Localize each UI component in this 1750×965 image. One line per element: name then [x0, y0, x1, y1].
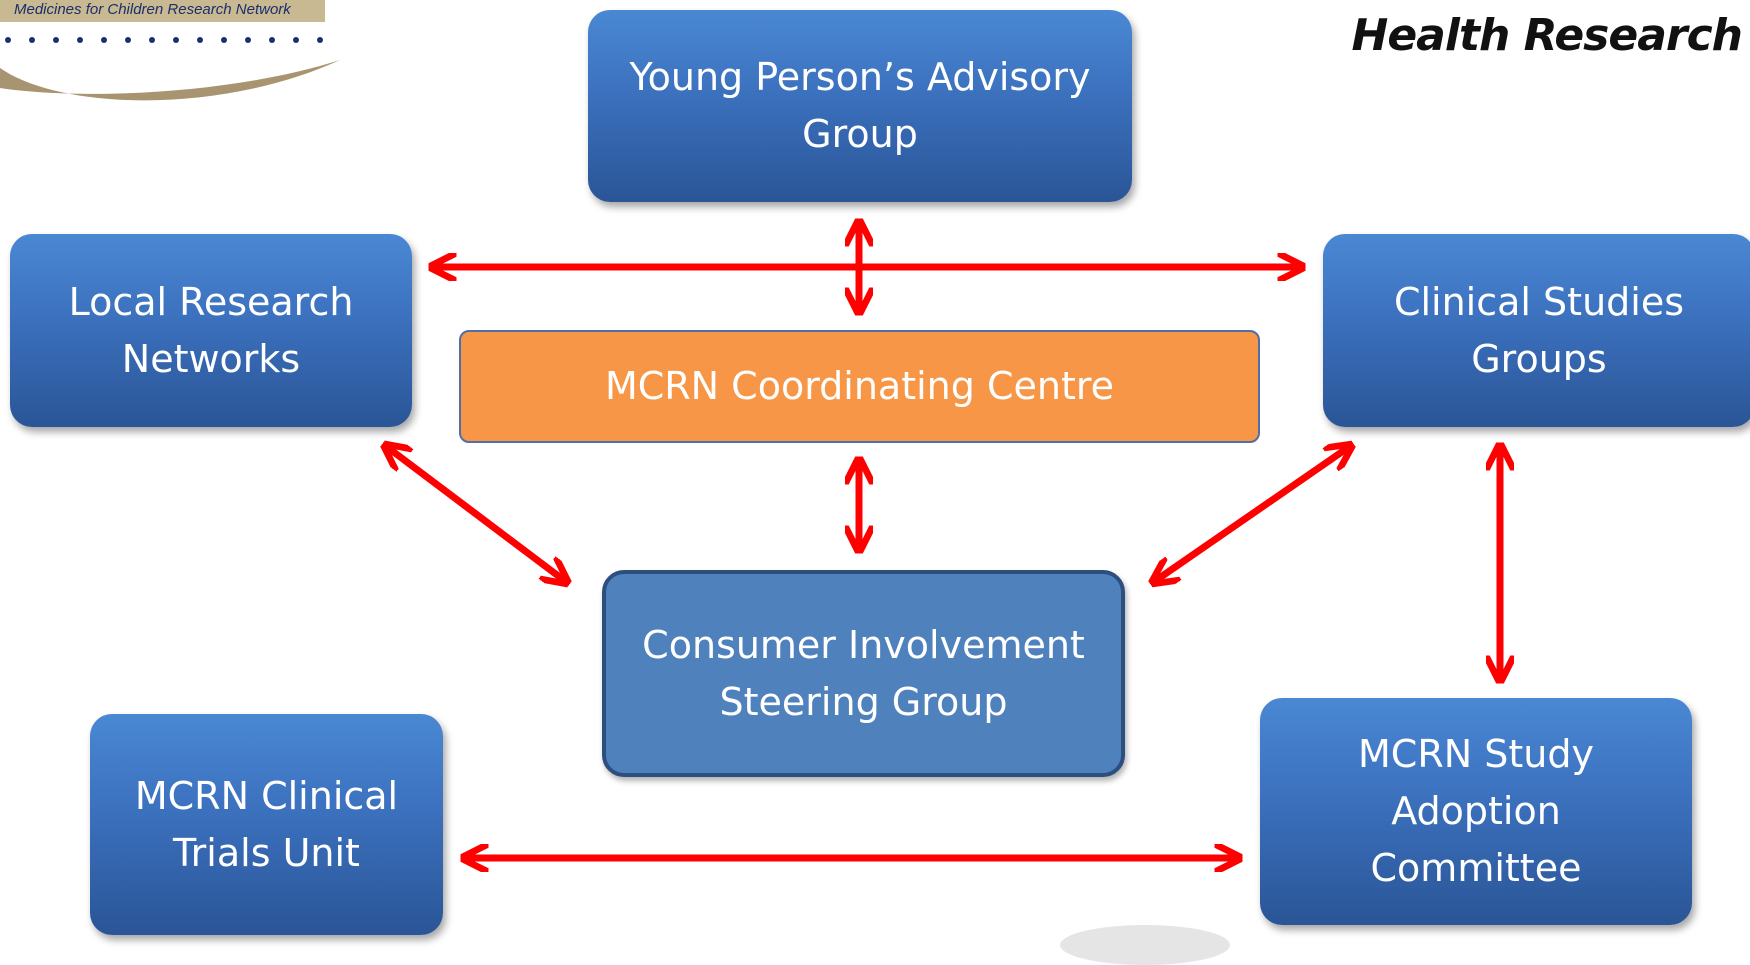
clinical-studies-groups: Clinical Studies Groups: [1323, 234, 1750, 427]
mcrn-coordinating-centre: MCRN Coordinating Centre: [459, 330, 1260, 443]
logo-swoosh: [0, 37, 340, 101]
arrow-local-to-consumer: [387, 447, 565, 581]
young-persons-advisory-group: Young Person’s Advisory Group: [588, 10, 1132, 202]
connector-arrows: [0, 0, 1750, 943]
arrow-clinical-to-consumer: [1155, 447, 1349, 581]
logo-banner: [0, 0, 325, 22]
mcrn-clinical-trials-unit: MCRN Clinical Trials Unit: [90, 714, 443, 935]
consumer-involvement-steering-group: Consumer Involvement Steering Group: [602, 570, 1125, 777]
health-research-heading: Health Research: [1351, 10, 1743, 61]
mcrn-study-adoption-committee: MCRN Study Adoption Committee: [1260, 698, 1692, 925]
decorative-photo-fragment: [1060, 925, 1230, 965]
mcrn-logo: Medicines for Children Research Network: [0, 0, 345, 120]
local-research-networks: Local Research Networks: [10, 234, 412, 427]
logo-org-text: Medicines for Children Research Network: [14, 1, 291, 18]
